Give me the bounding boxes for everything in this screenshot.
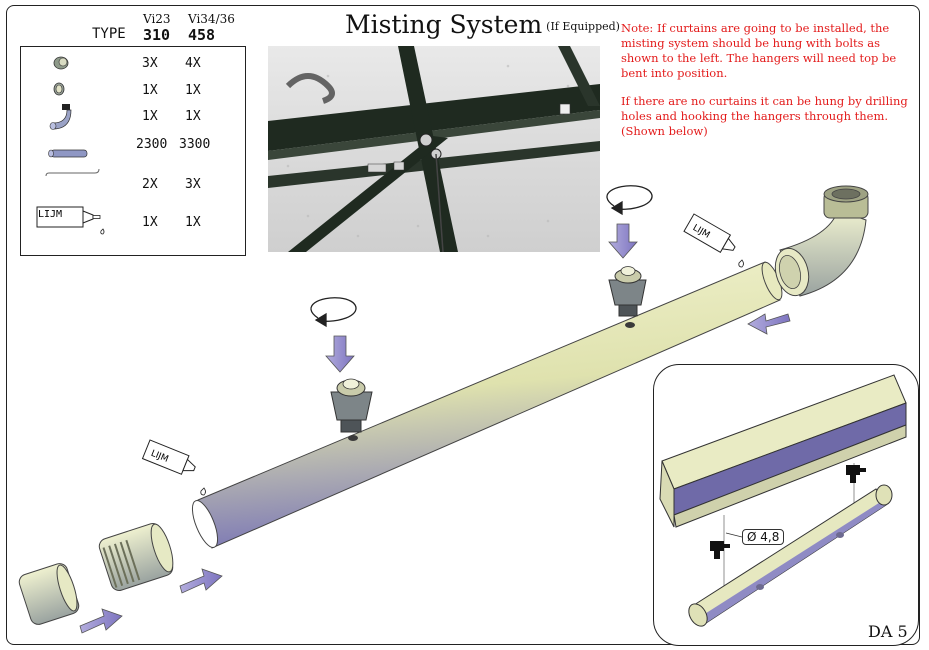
hanger-wire-icon (45, 168, 100, 177)
rotate-arrow-1 (310, 297, 357, 328)
qty-end-nozzle-2: 1X (185, 83, 201, 98)
end-cap (18, 563, 80, 625)
qty-glue-2: 1X (185, 215, 201, 230)
glue-tube-label: LIJM (38, 209, 63, 220)
qty-hanger-1: 2X (142, 177, 158, 192)
installation-photo (268, 46, 600, 252)
insert-arrow-2 (608, 223, 638, 259)
parts-icons (36, 56, 105, 235)
qty-elbow-1: 1X (142, 109, 158, 124)
assembly-arrow-2 (179, 568, 223, 594)
end-nozzle-icon (53, 82, 65, 96)
qty-end-nozzle-1: 1X (142, 83, 158, 98)
drill-icon-1 (710, 541, 730, 559)
model-code-1: 310 (143, 26, 171, 44)
insert-arrow-1 (325, 335, 355, 373)
misting-nozzle-2 (608, 266, 647, 317)
qty-elbow-2: 1X (185, 109, 201, 124)
assembly-arrow-1 (79, 608, 123, 634)
model-name-2: Vi34/36 (188, 12, 235, 26)
elbow-connector-icon (49, 104, 72, 130)
qty-pipe-2: 3300 (179, 137, 211, 152)
title-note: (If Equipped) (546, 20, 620, 33)
qty-hanger-2: 3X (185, 177, 201, 192)
drill-diameter-label: Ø 4,8 (742, 529, 785, 545)
qty-nozzle-2: 4X (185, 56, 201, 71)
page-number: DA 5 (868, 622, 908, 641)
inset-drawing (659, 374, 907, 627)
threaded-adapter (98, 523, 174, 591)
type-label: TYPE (92, 26, 126, 42)
pipe-icon (48, 149, 88, 158)
qty-glue-1: 1X (142, 215, 158, 230)
inset-drilling-detail (653, 364, 919, 646)
drill-icon-2 (846, 465, 866, 483)
note-curtains: Note: If curtains are going to be instal… (621, 21, 897, 80)
misting-nozzle-1 (330, 378, 373, 433)
qty-pipe-1: 2300 (136, 137, 168, 152)
model-name-1: Vi23 (143, 12, 171, 26)
page-title: Misting System(If Equipped) (345, 10, 620, 39)
qty-nozzle-1: 3X (142, 56, 158, 71)
elbow-connector (774, 185, 869, 297)
note-no-curtains: If there are no curtains it can be hung … (621, 94, 908, 138)
assembly-arrow-3 (747, 313, 791, 335)
glue-drop-2 (738, 259, 744, 268)
main-pipe (191, 261, 783, 549)
rail-photo-drawing (268, 46, 600, 252)
parts-list: LIJM 3X 4X 1X 1X 1X 1X 2300 3300 2X 3X 1… (20, 46, 246, 256)
model-code-2: 458 (188, 26, 216, 44)
page-border (6, 5, 920, 645)
glue-tube-2: LIJM (683, 213, 736, 254)
rotate-arrow-2 (606, 185, 653, 216)
glue-tube-icon (36, 206, 105, 235)
misting-nozzle-icon (53, 56, 69, 70)
glue-tube-1: LIJM (141, 439, 196, 475)
title-text: Misting System (345, 10, 543, 39)
glue-drop-1 (200, 487, 206, 496)
